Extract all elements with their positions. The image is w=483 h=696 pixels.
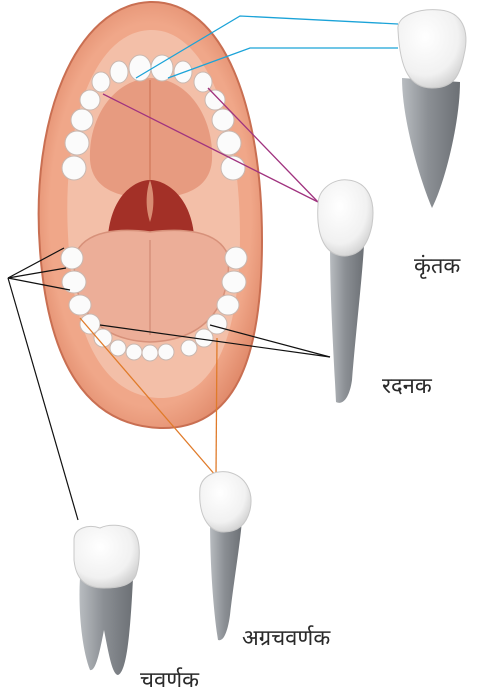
- molar-tooth: [74, 525, 139, 675]
- incisor-label: कृंतक: [414, 250, 460, 280]
- open-mouth-illustration: [39, 2, 262, 428]
- canine-label: रदनक: [382, 370, 432, 400]
- molar-label: चवर्णक: [140, 664, 199, 694]
- premolar-tooth: [200, 472, 251, 641]
- incisor-tooth: [398, 10, 466, 208]
- premolar-label: अग्रचवर्णक: [242, 622, 330, 652]
- canine-tooth: [318, 180, 373, 403]
